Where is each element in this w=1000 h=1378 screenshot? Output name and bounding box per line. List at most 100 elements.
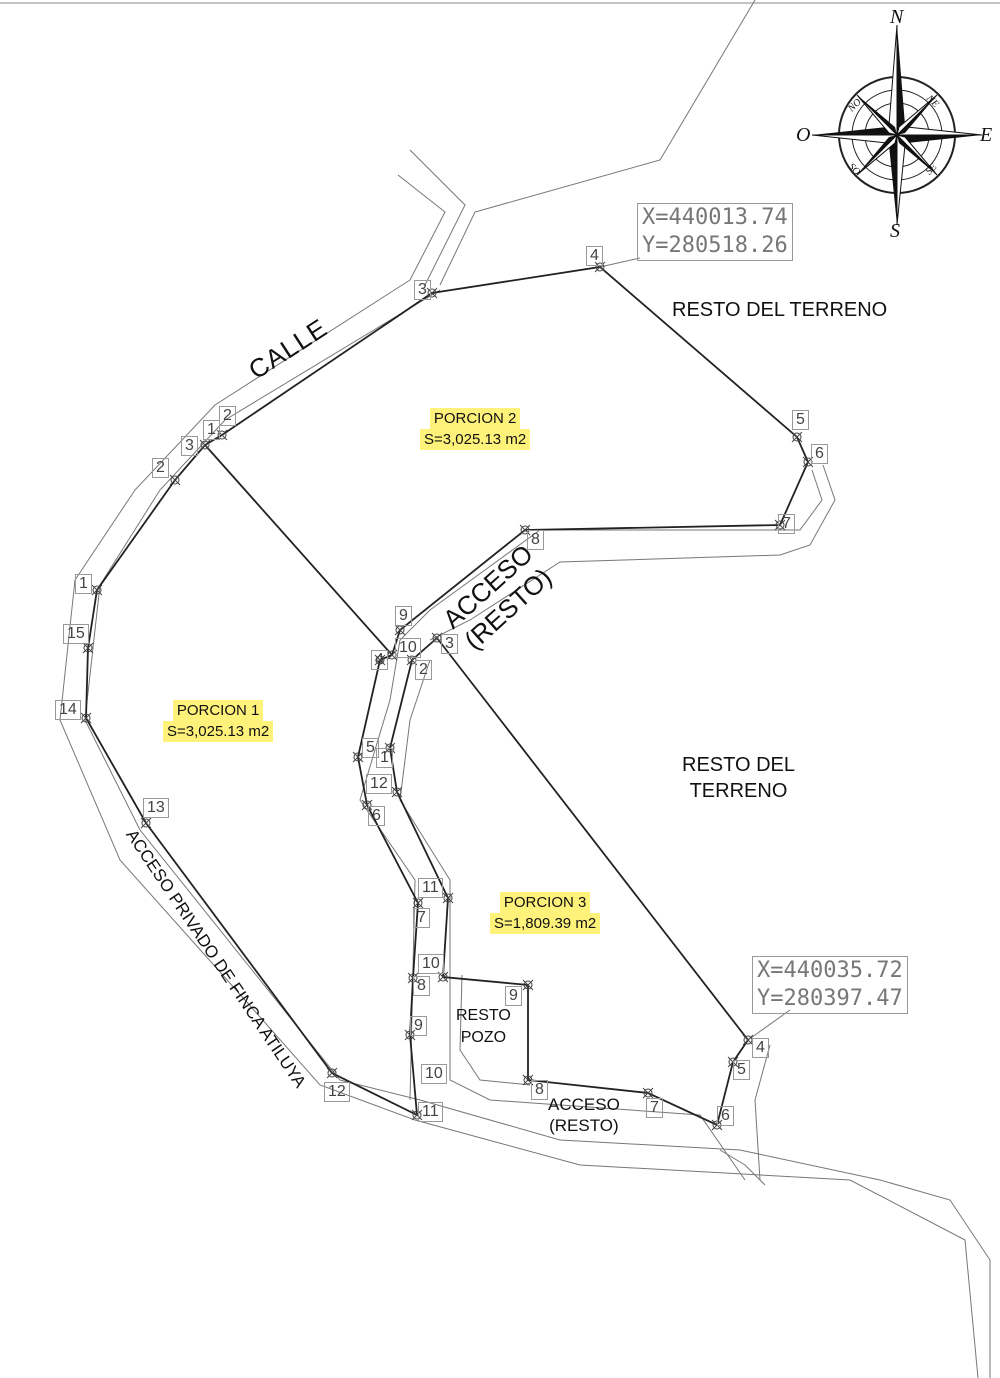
vertex-label: 4 xyxy=(371,650,388,670)
vertex-cross xyxy=(199,439,211,451)
porcion-2-area: S=3,025.13 m2 xyxy=(420,429,531,450)
vertex-label: 5 xyxy=(792,410,809,430)
vertex-marker xyxy=(81,713,91,723)
vertex-label: 9 xyxy=(505,986,522,1006)
vertex-label: 7 xyxy=(778,514,795,534)
porcion-3-area: S=1,809.39 m2 xyxy=(490,913,601,934)
compass-east-label: E xyxy=(980,124,993,146)
vertex-cross xyxy=(791,431,803,443)
coordinate-leaders xyxy=(599,257,791,1041)
vertex-label: 1 xyxy=(376,748,393,768)
vertex-cross xyxy=(594,261,606,273)
coordinate-x: X=440035.72 xyxy=(757,958,903,983)
porcion-1-name: PORCION 1 xyxy=(172,700,264,721)
acceso-resto-bottom-line2: (RESTO) xyxy=(549,1116,619,1135)
vertex-label: 6 xyxy=(717,1106,734,1126)
vertex-cross xyxy=(742,1034,754,1046)
vertex-cross xyxy=(774,519,786,531)
vertex-marker xyxy=(392,787,402,797)
resto-terreno-mid-line2: TERRENO xyxy=(689,780,788,802)
vertex-cross xyxy=(442,892,454,904)
vertex-label: 7 xyxy=(413,908,430,928)
vertex-marker xyxy=(200,440,210,450)
vertex-label: 7 xyxy=(646,1098,663,1118)
vertex-cross xyxy=(374,654,386,666)
vertex-label: 11 xyxy=(418,878,443,898)
vertex-cross xyxy=(412,897,424,909)
vertex-cross xyxy=(80,712,92,724)
vertex-cross xyxy=(642,1087,654,1099)
vertex-label: 6 xyxy=(811,444,828,464)
vertex-marker xyxy=(775,520,785,530)
porcion-2-boundary xyxy=(204,266,809,656)
vertex-label: 14 xyxy=(55,700,81,720)
compass-north-label: N xyxy=(890,6,904,28)
vertex-cross xyxy=(411,1109,423,1121)
vertex-label: 5 xyxy=(733,1060,750,1080)
road-outlines xyxy=(59,0,991,1378)
vertex-marker xyxy=(792,432,802,442)
vertex-cross xyxy=(352,751,364,763)
vertex-label: 15 xyxy=(63,624,89,644)
vertex-marker xyxy=(803,457,813,467)
vertex-cross xyxy=(391,786,403,798)
porcion-2-name: PORCION 2 xyxy=(429,408,521,429)
vertex-label: 12 xyxy=(324,1082,350,1102)
vertex-label: 2 xyxy=(219,406,236,426)
vertex-marker xyxy=(427,288,437,298)
vertex-label: 6 xyxy=(368,806,385,826)
resto-terreno-top-label: RESTO DEL TERRENO xyxy=(672,299,888,321)
vertex-cross xyxy=(522,979,534,991)
vertex-marker xyxy=(375,655,385,665)
north-arrow-icon xyxy=(811,24,983,226)
vertex-markers xyxy=(80,261,814,1131)
resto-pozo-line1: RESTO xyxy=(456,1007,511,1024)
vertex-cross xyxy=(519,524,531,536)
vertex-marker xyxy=(443,893,453,903)
vertex-label: 1 xyxy=(203,420,220,440)
vertex-marker xyxy=(643,1088,653,1098)
vertex-cross xyxy=(82,642,94,654)
porcion-3-boundary xyxy=(389,637,750,1127)
vertex-cross xyxy=(426,287,438,299)
compass-south-label: S xyxy=(890,220,900,242)
acceso-resto-bottom-line1: ACCESO xyxy=(548,1095,620,1114)
coordinate-box-top: X=440013.74 Y=280518.26 xyxy=(637,203,793,261)
vertex-marker xyxy=(170,475,180,485)
vertex-cross xyxy=(394,624,406,636)
vertex-label: 10 xyxy=(395,638,421,658)
coordinate-y: Y=280518.26 xyxy=(642,233,788,258)
vertex-label: 4 xyxy=(586,246,603,266)
vertex-cross xyxy=(169,474,181,486)
vertex-label: 1 xyxy=(75,574,92,594)
acceso-resto-bottom-label: ACCESO (RESTO) xyxy=(548,1094,620,1136)
vertex-label: 12 xyxy=(366,774,392,794)
vertex-marker xyxy=(83,643,93,653)
vertex-label: 8 xyxy=(531,1080,548,1100)
vertex-label: 3 xyxy=(181,436,198,456)
vertex-label: 10 xyxy=(421,1064,447,1084)
resto-terreno-mid-line1: RESTO DEL xyxy=(682,754,795,776)
vertex-marker xyxy=(362,800,372,810)
resto-pozo-line2: POZO xyxy=(460,1029,507,1046)
porcion-3-label: PORCION 3 S=1,809.39 m2 xyxy=(490,892,601,934)
vertex-marker xyxy=(413,898,423,908)
vertex-cross xyxy=(216,429,228,441)
porcion-1-area: S=3,025.13 m2 xyxy=(163,721,274,742)
porcion-1-label: PORCION 1 S=3,025.13 m2 xyxy=(163,700,274,742)
vertex-label: 2 xyxy=(152,458,169,478)
vertex-label: 10 xyxy=(418,954,444,974)
vertex-cross xyxy=(431,632,443,644)
vertex-marker xyxy=(595,262,605,272)
vertex-label: 3 xyxy=(414,280,431,300)
resto-terreno-mid-label: RESTO DEL TERRENO xyxy=(682,752,795,804)
vertex-marker xyxy=(523,980,533,990)
porcion-3-name: PORCION 3 xyxy=(499,892,591,913)
vertex-label: 9 xyxy=(410,1016,427,1036)
vertex-label: 11 xyxy=(418,1102,443,1122)
coordinate-y: Y=280397.47 xyxy=(757,986,903,1011)
vertex-cross xyxy=(140,817,152,829)
vertex-cross xyxy=(91,584,103,596)
resto-pozo-label: RESTO POZO xyxy=(456,1005,511,1049)
